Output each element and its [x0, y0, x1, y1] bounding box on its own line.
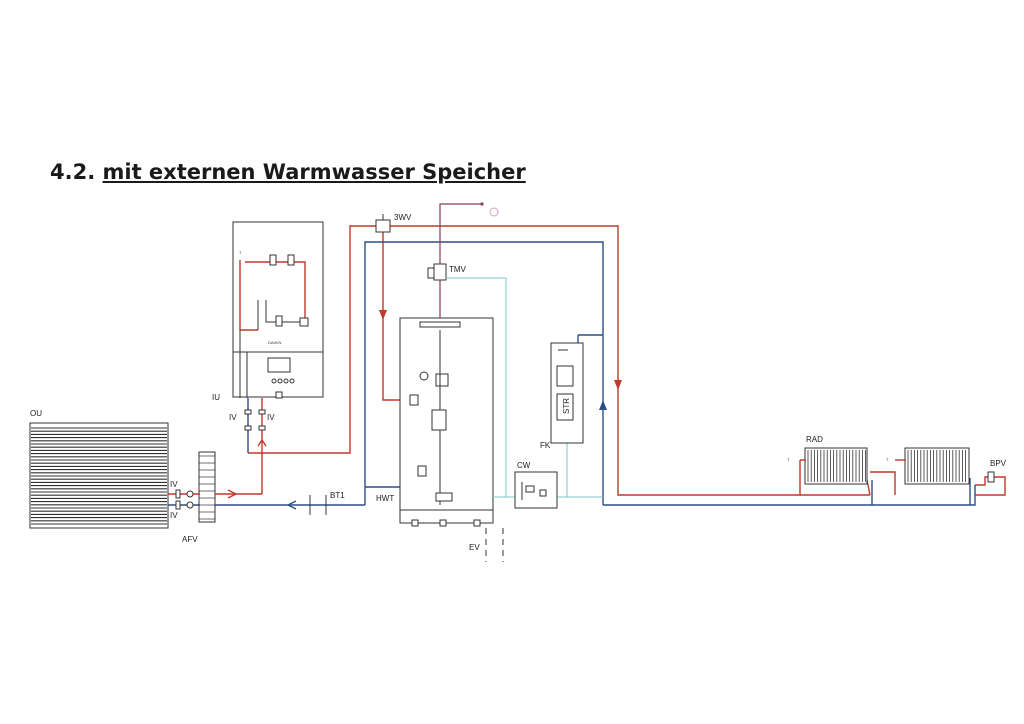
- pipe-return-heating: [364, 241, 604, 505]
- pipe-flow-hwt-coil: [382, 231, 402, 401]
- outdoor-unit-grille: [31, 427, 167, 525]
- cw-label: CW: [517, 461, 531, 470]
- isolation-valve-label-1: IV: [170, 480, 178, 489]
- radiator-2: T: [886, 447, 970, 485]
- fk-label: FK: [540, 441, 551, 450]
- pipe-return-radiators: [603, 485, 976, 506]
- indoor-unit-label: IU: [212, 393, 220, 402]
- pipe-cold-water-tmv: [446, 277, 507, 497]
- outdoor-unit: OU: [29, 409, 169, 529]
- section-title: mit externen Warmwasser Speicher: [102, 160, 526, 184]
- brand-label: DAIKIN: [268, 340, 281, 345]
- bpv-label: BPV: [990, 459, 1007, 468]
- tmv-label: TMV: [449, 265, 467, 274]
- afv-valve-group: IV IV AFV: [168, 480, 200, 544]
- iu-isolation-valves: IV IV: [229, 398, 275, 494]
- hwt-label: HWT: [376, 494, 394, 503]
- indoor-unit: DAIKIN T IU: [212, 221, 324, 402]
- three-way-valve-label: 3WV: [394, 213, 412, 222]
- radiator-2-fins: [907, 450, 966, 482]
- fresh-water-station: STR FK: [540, 334, 603, 450]
- cold-water-group: CW: [514, 461, 558, 509]
- pipe-flow-iu-3wv: [248, 225, 378, 454]
- pipe-hot-water: [439, 203, 482, 318]
- radiator-2-thermostat-label: T: [886, 457, 889, 462]
- isolation-valve-label-3: IV: [229, 413, 237, 422]
- wall: [198, 451, 216, 523]
- isolation-valve-label-2: IV: [170, 511, 178, 520]
- ev-label: EV: [469, 543, 480, 552]
- pipe-flow-heating: [389, 225, 801, 496]
- radiator-1-thermostat-label: T: [787, 457, 790, 462]
- rad-label: RAD: [806, 435, 823, 444]
- outdoor-unit-label: OU: [30, 409, 42, 418]
- section-number: 4.2.: [50, 160, 96, 184]
- bt1-label: BT1: [330, 491, 345, 500]
- radiator-1: RAD T: [787, 435, 868, 485]
- str-label: STR: [562, 398, 571, 414]
- wall-bricks: [199, 455, 215, 520]
- indoor-unit-component-label-t1: T: [239, 250, 242, 255]
- hot-water-tank: HWT: [376, 317, 494, 527]
- page-title: 4.2. mit externen Warmwasser Speicher: [50, 160, 526, 184]
- afv-label: AFV: [182, 535, 198, 544]
- tmv-valve: TMV: [427, 202, 499, 318]
- bt1-marker: BT1: [309, 491, 345, 515]
- isolation-valve-label-4: IV: [267, 413, 275, 422]
- radiator-1-fins: [807, 450, 866, 482]
- three-way-valve: 3WV: [375, 213, 412, 233]
